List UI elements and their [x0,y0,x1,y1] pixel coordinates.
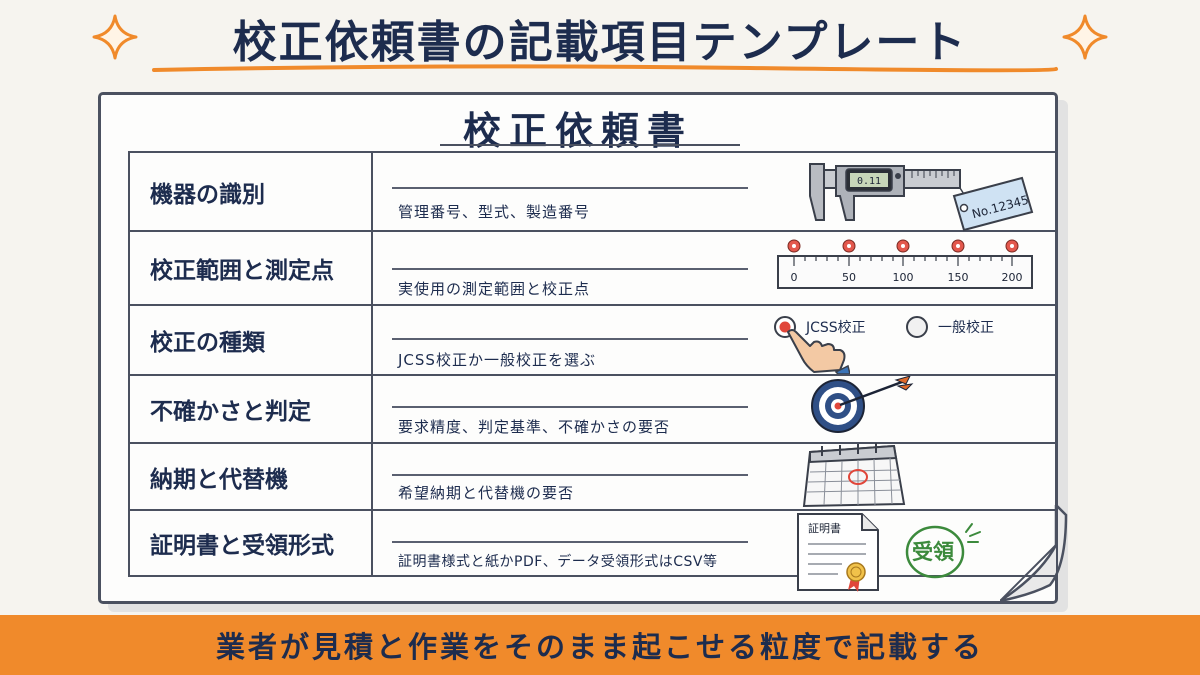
certificate-title: 証明書 [808,521,841,535]
row-description: 管理番号、型式、製造番号 [398,203,591,221]
write-line [392,268,748,270]
write-line [392,338,748,340]
caliper-icon: 0.11 No.12345 [809,163,1034,232]
stamp-text: 受領 [912,540,954,564]
row-description: 証明書様式と紙かPDF、データ受領形式はCSV等 [398,554,718,570]
form-title-underline [440,144,740,146]
scale-tick-label: 150 [948,271,969,284]
row-label: 校正の種類 [130,306,373,374]
table-row: 証明書と受領形式 証明書様式と紙かPDF、データ受領形式はCSV等 [130,509,1056,575]
write-line [392,187,748,189]
stamp-icon [905,525,965,579]
table-row: 納期と代替機 希望納期と代替機の要否 [130,442,1056,509]
radio-label-jcss: JCSS校正 [806,320,866,336]
form-table: 機器の識別 管理番号、型式、製造番号 校正範囲と測定点 実使用の測定範囲と校正点… [128,151,1058,577]
scale-tick-label: 200 [1002,271,1023,284]
row-label: 機器の識別 [130,153,373,230]
footer-band: 業者が見積と作業をそのまま起こせる粒度で記載する [0,615,1200,675]
form-title: 校正依頼書 [462,109,693,153]
scale-tick-label: 50 [842,271,856,284]
write-line [392,474,748,476]
table-row: 校正範囲と測定点 実使用の測定範囲と校正点 [130,230,1056,304]
emphasis-marks [965,523,981,543]
certificate-icon: 証明書 [797,513,879,592]
footer-message: 業者が見積と作業をそのまま起こせる粒度で記載する [215,630,984,664]
write-line [392,406,748,408]
row-label: 証明書と受領形式 [130,511,373,575]
table-row: 不確かさと判定 要求精度、判定基準、不確かさの要否 [130,374,1056,442]
radio-unselected-icon[interactable] [904,314,930,340]
table-row: 機器の識別 管理番号、型式、製造番号 [130,153,1056,230]
title-underline [152,64,1058,73]
sparkle-icon [1062,14,1108,60]
row-description: 実使用の測定範囲と校正点 [398,280,591,298]
received-stamp: 受領 [904,522,984,580]
radio-label-general: 一般校正 [938,320,994,336]
page-curl [1000,505,1068,603]
target-icon [811,376,914,433]
row-description: 要求精度、判定基準、不確かさの要否 [398,418,671,436]
calendar-icon [802,443,906,508]
row-label: 校正範囲と測定点 [130,232,373,304]
title-area: 校正依頼書の記載項目テンプレート [0,0,1200,86]
row-label: 不確かさと判定 [130,376,373,442]
sparkle-icon [92,14,138,60]
scale-tick-label: 100 [893,271,914,284]
caliper-readout: 0.11 [857,176,881,187]
table-row: 校正の種類 JCSS校正か一般校正を選ぶ [130,304,1056,374]
ruler-icon: 0 50 100 150 200 [777,239,1033,289]
row-label: 納期と代替機 [130,444,373,509]
write-line [392,541,748,543]
calibration-type-options: JCSS校正 一般校正 [772,312,1042,374]
row-description: 希望納期と代替機の要否 [398,484,575,502]
scale-tick-label: 0 [791,271,798,284]
pointing-hand-icon [787,329,850,374]
row-description: JCSS校正か一般校正を選ぶ [398,351,596,369]
page-title: 校正依頼書の記載項目テンプレート [232,17,968,68]
